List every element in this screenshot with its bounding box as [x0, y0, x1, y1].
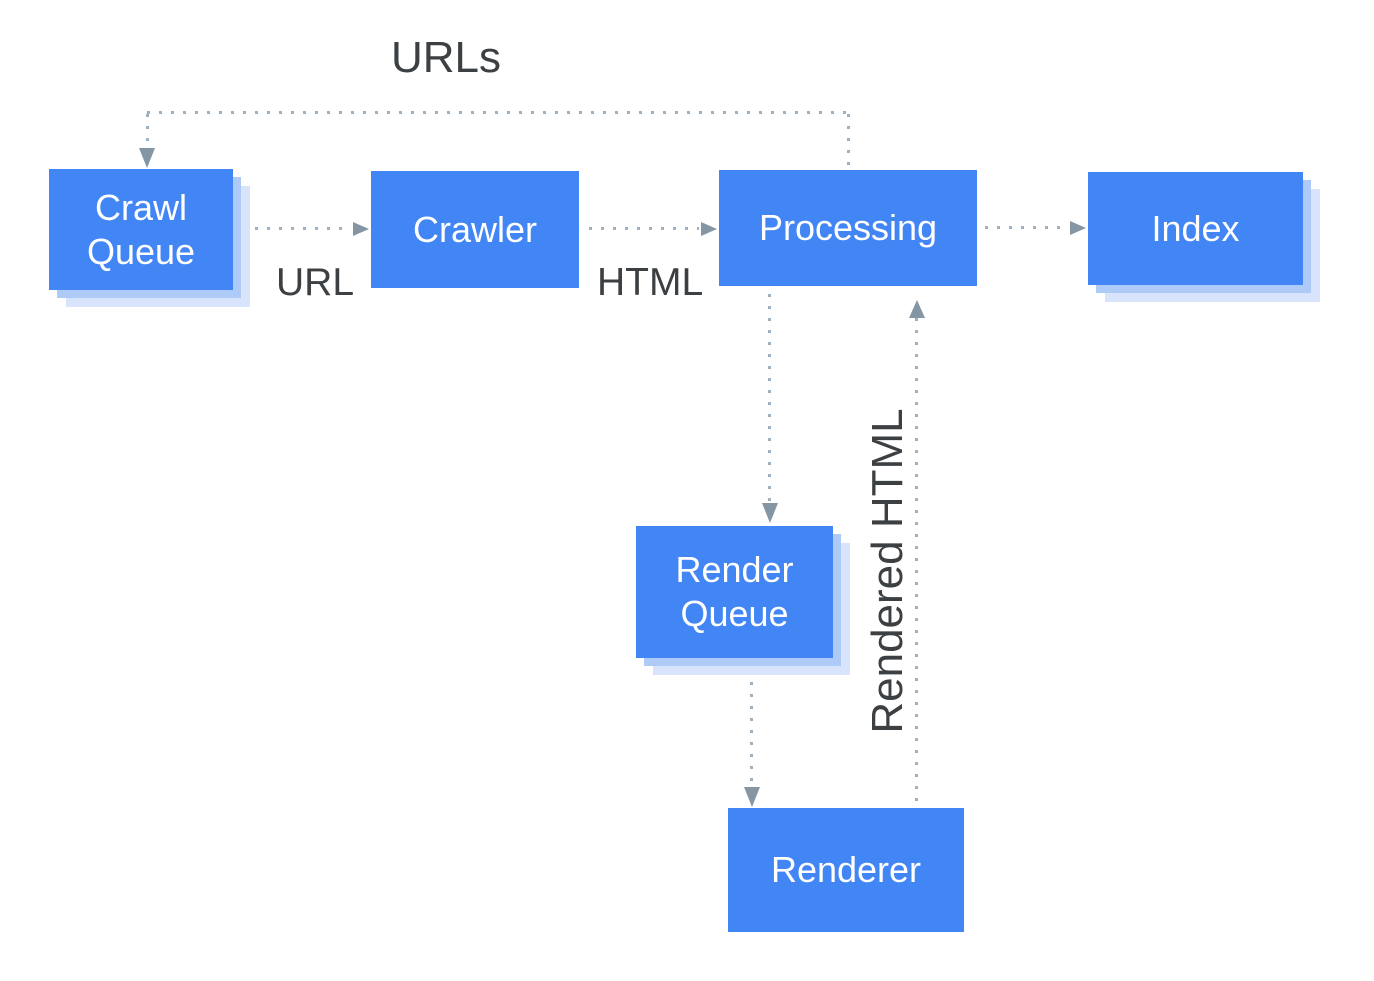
node-processing: Processing [719, 170, 977, 286]
node-crawler: Crawler [371, 171, 579, 288]
edge-line-render-queue-to-renderer [750, 670, 753, 787]
node-render-queue: Render Queue [636, 526, 833, 658]
arrow-down-icon [139, 148, 155, 168]
edge-label-urls: URLs [391, 33, 502, 82]
node-crawl-queue: Crawl Queue [49, 169, 233, 290]
edge-line-drop-to-crawl-queue [146, 114, 149, 148]
node-label: Renderer [770, 849, 922, 891]
node-index: Index [1088, 172, 1303, 285]
edge-line-processing-to-render-queue [768, 294, 771, 503]
node-label: Crawler [412, 208, 537, 250]
arrow-up-icon [909, 300, 925, 318]
node-label: Index [1151, 207, 1240, 249]
node-label: Processing [758, 207, 938, 249]
edge-line-processing-to-crawl-queue [147, 111, 849, 114]
arrow-right-icon [701, 222, 717, 236]
node-label: Render Queue [675, 549, 794, 634]
node-label: Crawl Queue [86, 186, 196, 272]
edge-line-renderer-to-processing [915, 318, 918, 808]
edge-line-crawler-to-processing [589, 227, 699, 230]
arrow-right-icon [1070, 221, 1086, 235]
edge-label-html: HTML [597, 261, 704, 304]
edge-label-rendered-html: Rendered HTML [863, 408, 912, 734]
edge-line-rise-from-processing [847, 114, 850, 170]
edge-line-crawl-queue-to-crawler [255, 227, 351, 230]
arrow-right-icon [353, 222, 369, 236]
arrow-down-icon [744, 787, 760, 807]
node-renderer: Renderer [728, 808, 964, 932]
edge-label-url: URL [276, 261, 355, 304]
arrow-down-icon [762, 503, 778, 523]
edge-line-processing-to-index [985, 226, 1068, 229]
